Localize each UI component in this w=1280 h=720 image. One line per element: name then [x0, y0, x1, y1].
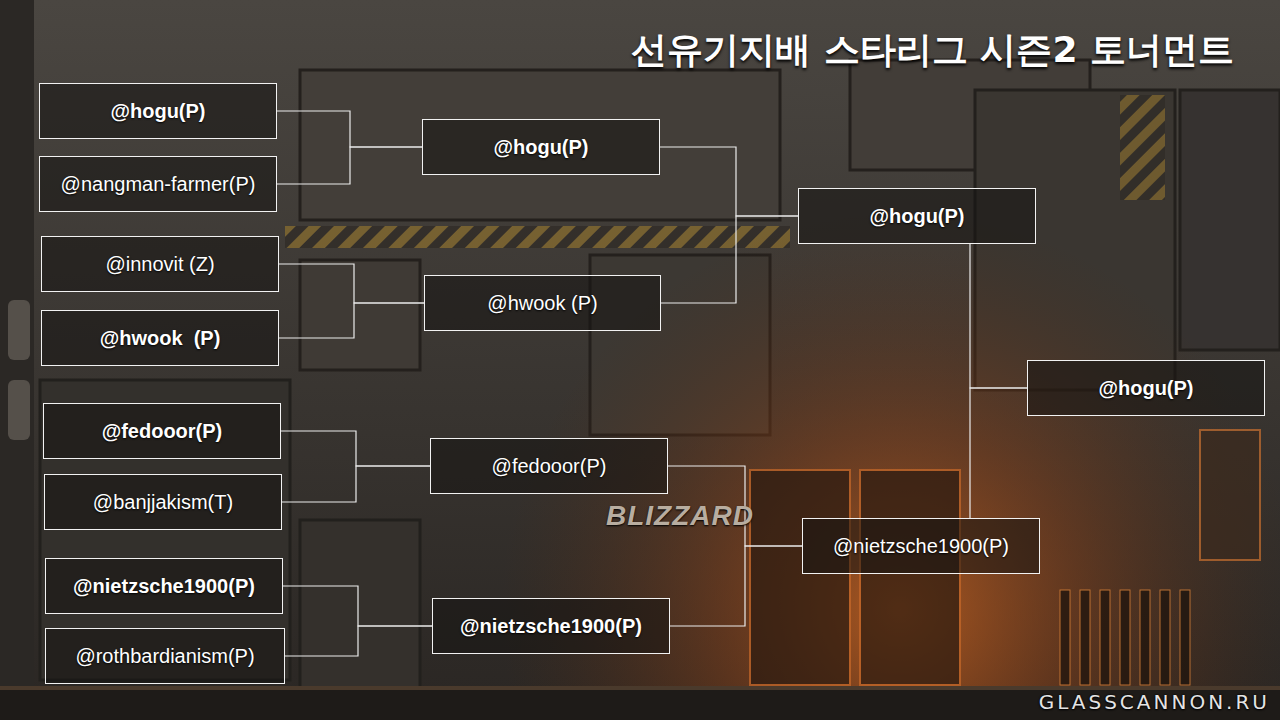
player-name: @banjjakism(T) — [93, 490, 233, 514]
vent-door — [750, 470, 850, 685]
bracket-box: @rothbardianism(P) — [45, 628, 285, 684]
bracket-line — [283, 586, 432, 626]
bracket-box: @innovit (Z) — [41, 236, 279, 292]
bracket-line — [670, 546, 802, 626]
player-name: @hwook (P) — [487, 291, 597, 315]
player-name: @hogu(P) — [1098, 376, 1193, 400]
bottom-band — [0, 690, 1280, 720]
bracket-box: @banjjakism(T) — [44, 474, 282, 530]
metal-panel — [300, 520, 420, 690]
bracket-line — [282, 466, 430, 502]
bracket-box: @hwook (P) — [41, 310, 279, 366]
player-name: @hogu(P) — [110, 99, 205, 123]
player-name: @innovit (Z) — [105, 252, 214, 276]
vent-grille — [1060, 590, 1190, 685]
player-name: @nietzsche1900(P) — [833, 534, 1009, 558]
vent-door — [860, 470, 960, 685]
metal-panel — [300, 70, 780, 220]
player-name: @nietzsche1900(P) — [73, 574, 255, 598]
bracket-line — [281, 431, 430, 466]
bottom-rail — [0, 686, 1280, 690]
player-name: @rothbardianism(P) — [75, 644, 254, 668]
bracket-box: @nietzsche1900(P) — [45, 558, 283, 614]
bracket-line — [660, 147, 798, 216]
orange-panel — [1200, 430, 1260, 560]
bracket-line — [279, 303, 424, 338]
watermark: GLASSCANNON.RU — [1039, 690, 1270, 714]
bracket-box: @hogu(P) — [1027, 360, 1265, 416]
player-name: @hogu(P) — [869, 204, 964, 228]
bracket-box: @fedooor(P) — [43, 403, 281, 459]
bracket-line — [970, 388, 1027, 518]
bracket-box: @nangman-farmer(P) — [39, 156, 277, 212]
pipe — [8, 300, 30, 360]
bracket-line — [279, 264, 424, 303]
bracket-box: @hogu(P) — [422, 119, 660, 175]
player-name: @hwook (P) — [100, 326, 221, 350]
player-name: @hogu(P) — [493, 135, 588, 159]
bracket-line — [661, 216, 798, 303]
bracket-box: @nietzsche1900(P) — [802, 518, 1040, 574]
logo-text: BLIZZARD — [606, 500, 754, 532]
title: 선유기지배 스타리그 시즌2 토너먼트 — [631, 26, 1234, 75]
bracket-box: @hogu(P) — [39, 83, 277, 139]
pipe — [8, 380, 30, 440]
metal-panel — [300, 260, 420, 370]
hazard-stripe — [285, 226, 790, 248]
bracket-line — [970, 244, 1027, 388]
bracket-box: @fedooor(P) — [430, 438, 668, 494]
player-name: @fedooor(P) — [102, 419, 223, 443]
metal-panel — [1180, 90, 1280, 350]
player-name: @nietzsche1900(P) — [460, 614, 642, 638]
bracket-line — [277, 111, 422, 147]
player-name: @fedooor(P) — [492, 454, 607, 478]
bracket-box: @nietzsche1900(P) — [432, 598, 670, 654]
bracket-box: @hogu(P) — [798, 188, 1036, 244]
player-name: @nangman-farmer(P) — [61, 172, 256, 196]
bracket-line — [285, 626, 432, 656]
bracket-box: @hwook (P) — [424, 275, 661, 331]
side-pipe-panel — [0, 0, 34, 720]
hazard-stripe — [1120, 95, 1165, 200]
bracket-line — [277, 147, 422, 184]
